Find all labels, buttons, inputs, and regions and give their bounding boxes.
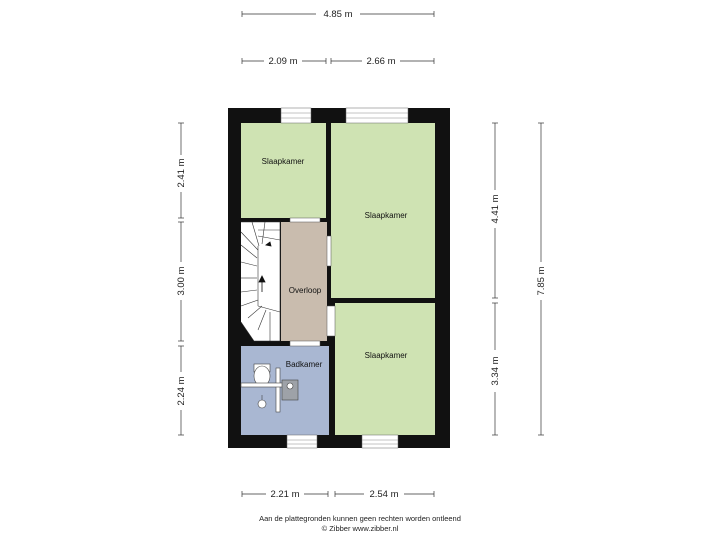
stair-arrow [258,241,272,292]
label-slaapkamer-3: Slaapkamer [365,351,408,360]
label-slaapkamer-1: Slaapkamer [262,157,305,166]
dimension-lines [178,11,544,497]
windows [280,107,409,449]
wall-divider [275,367,281,413]
dim-left-bottom: 2.24 m [176,376,187,405]
dim-right-lower: 3.34 m [490,356,501,385]
dim-right-upper: 4.41 m [490,194,501,223]
room-slaapkamer-top-left [241,123,326,218]
dim-top-right: 2.66 m [366,56,395,67]
room-slaapkamer-right-bottom [335,303,435,435]
dim-bottom-right: 2.54 m [369,489,398,500]
dim-left-mid: 3.00 m [176,266,187,295]
label-slaapkamer-2: Slaapkamer [365,211,408,220]
footer-disclaimer: Aan de plattegronden kunnen geen rechten… [259,514,461,523]
dim-bottom-left: 2.21 m [270,489,299,500]
sink [281,379,299,401]
footer-credit: © Zibber www.zibber.nl [321,524,399,533]
label-overloop: Overloop [289,286,322,295]
dim-top-total: 4.85 m [323,9,352,20]
stair-treads [240,221,281,342]
label-badkamer: Badkamer [286,360,323,369]
room-overloop [281,222,327,341]
window-lines [281,112,408,445]
shower-bar [240,382,284,388]
bathroom-fixtures [240,363,299,413]
dim-top-left: 2.09 m [268,56,297,67]
door-openings [289,217,336,347]
room-slaapkamer-right-top [331,123,435,298]
dim-right-total: 7.85 m [536,266,547,295]
dim-left-top: 2.41 m [176,158,187,187]
shower-head [257,399,267,409]
